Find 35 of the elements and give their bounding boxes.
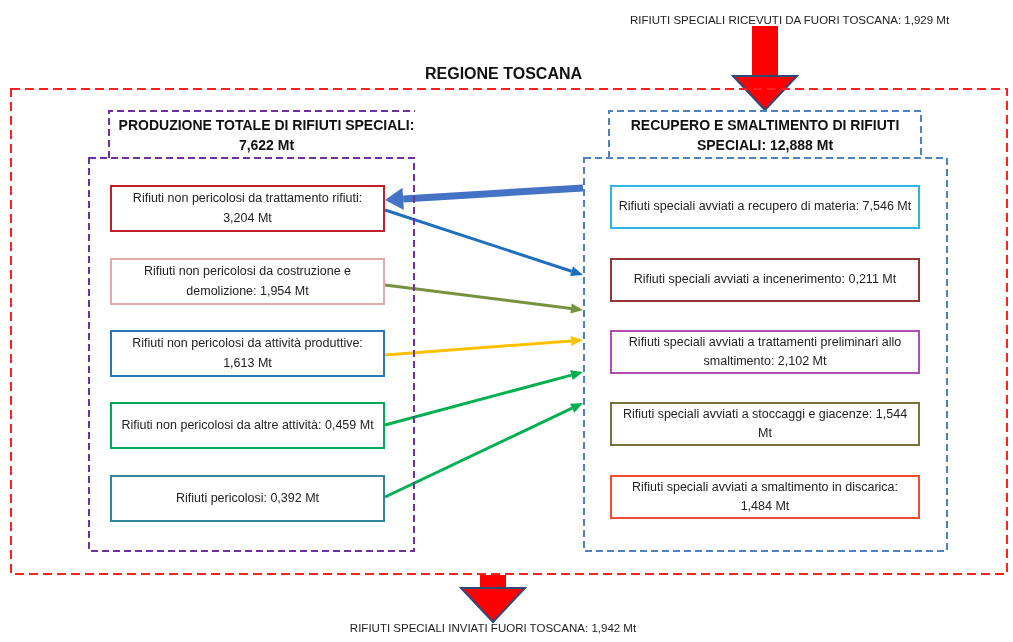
group-heading: RECUPERO E SMALTIMENTO DI RIFIUTI SPECIALI: 12,888 Mt [629, 115, 901, 155]
arrow [384, 403, 583, 499]
flow-label: RIFIUTI SPECIALI RICEVUTI DA FUORI TOSCANA: 1,929 Mt [630, 14, 950, 26]
box-text: Rifiuti speciali avviati a stoccaggi e giacenze: 1,544 Mt [621, 405, 909, 442]
process-box [610, 475, 920, 519]
box-text: Rifiuti non pericolosi da altre attività: 0,459 Mt [121, 416, 374, 434]
region-heading: REGIONE TOSCANA [425, 64, 583, 84]
process-box [610, 258, 920, 302]
arrow [384, 335, 583, 357]
box-text: Rifiuti speciali avviati a trattamenti preliminari allo smaltimento: 2,102 Mt [627, 333, 903, 370]
group-heading: PRODUZIONE TOTALE DI RIFIUTI SPECIALI: 7,622 Mt [117, 115, 416, 155]
process-box [610, 330, 920, 374]
dashed-group-frame [88, 110, 415, 552]
arrow [384, 370, 583, 427]
dashed-group-frame [583, 110, 948, 552]
box-text: Rifiuti non pericolosi da trattamento rifiuti: 3,204 Mt [131, 190, 364, 227]
flow-label: RIFIUTI SPECIALI INVIATI FUORI TOSCANA: 1,942 Mt [349, 622, 637, 634]
box-text: Rifiuti speciali avviati a recupero di materia: 7,546 Mt [618, 198, 912, 216]
arrow [384, 283, 583, 314]
process-box [110, 330, 385, 377]
process-box [110, 185, 385, 232]
box-text: Rifiuti non pericolosi da attività produttive: 1,613 Mt [131, 335, 364, 372]
box-text: Rifiuti speciali avviati a incenerimento: 0,211 Mt [633, 271, 897, 289]
arrow [732, 26, 798, 111]
process-box [110, 402, 385, 449]
box-text: Rifiuti pericolosi: 0,392 Mt [175, 489, 320, 507]
process-box [610, 402, 920, 446]
process-box [610, 185, 920, 229]
process-box [110, 258, 385, 305]
arrow [384, 208, 583, 276]
box-text: Rifiuti non pericolosi da costruzione e demolizione: 1,954 Mt [142, 263, 353, 300]
process-box [110, 475, 385, 522]
arrow [385, 184, 584, 211]
box-text: Rifiuti speciali avviati a smaltimento in discarica: 1,484 Mt [630, 478, 900, 515]
arrow [460, 575, 526, 623]
